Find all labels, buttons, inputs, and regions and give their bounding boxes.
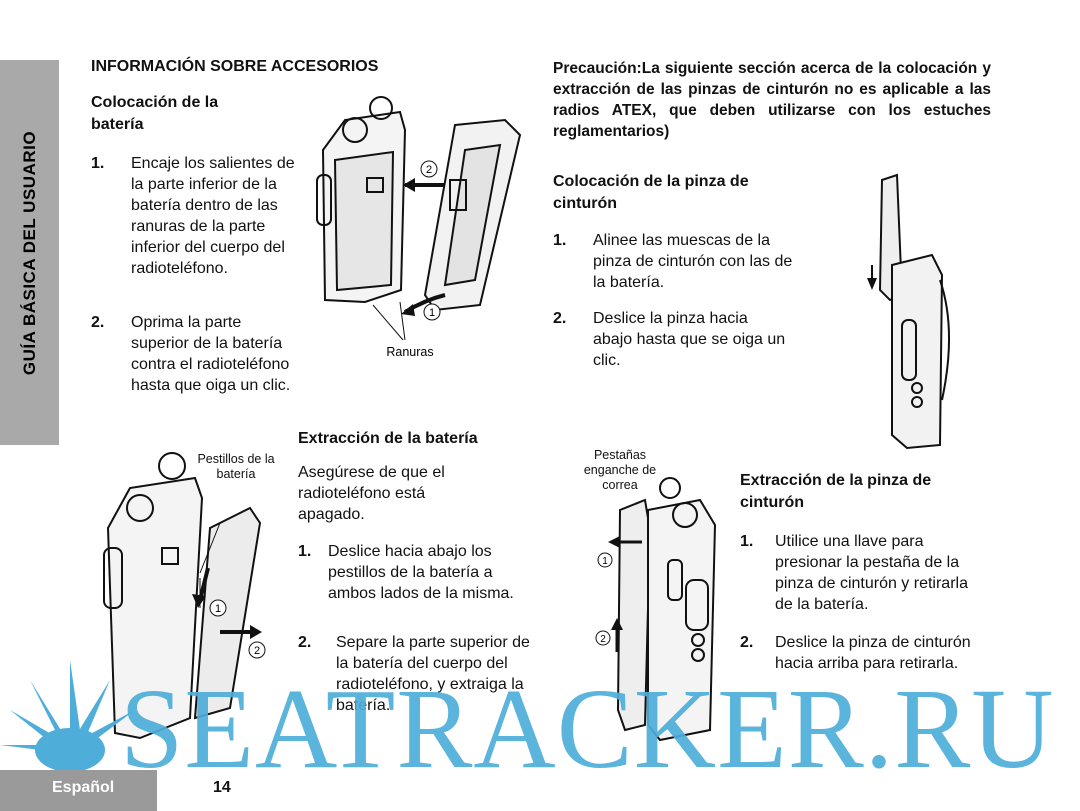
step-text: Separe la parte superior de la batería d…	[336, 634, 530, 714]
watermark-text: SEATRACKER.RU	[120, 665, 1055, 792]
step-text: Oprima la parte superior de la batería c…	[131, 314, 291, 394]
language-tab: Español	[0, 770, 157, 811]
remove-battery-heading: Extracción de la batería	[298, 430, 478, 447]
step-number: 1.	[740, 533, 754, 550]
callout-1: 1	[602, 556, 608, 567]
belt-clip-attach-illustration	[867, 173, 950, 450]
step-text: Deslice hacia abajo los pestillos de la …	[328, 543, 514, 602]
step-number: 1.	[91, 155, 105, 172]
belt-clip-removal-illustration: 1 2	[595, 477, 717, 742]
step-text: Encaje los salientes de la parte inferio…	[131, 155, 295, 277]
step-number: 2.	[553, 310, 567, 327]
step-text: Deslice la pinza de cinturón hacia arrib…	[775, 634, 971, 672]
belt-tabs-label: Pestañas enganche de correa	[583, 448, 657, 492]
remove-clip-step-2: 2. Deslice la pinza de cinturón hacia ar…	[740, 632, 990, 674]
callout-2: 2	[426, 164, 432, 176]
attach-clip-step-1: 1. Alinee las muescas de la pinza de cin…	[553, 230, 798, 293]
page-number: 14	[213, 779, 231, 796]
remove-battery-step-2: 2. Separe la parte superior de la baterí…	[298, 632, 530, 716]
language-label: Español	[52, 779, 115, 796]
remove-clip-step-1: 1. Utilice una llave para presionar la p…	[740, 531, 985, 615]
attach-battery-step-2: 2. Oprima la parte superior de la baterí…	[91, 312, 291, 396]
battery-attach-illustration: 2 1 Ranuras	[316, 96, 522, 359]
step-text: Alinee las muescas de la pinza de cintur…	[593, 232, 793, 291]
remove-battery-step-1: 1. Deslice hacia abajo los pestillos de …	[298, 541, 530, 604]
battery-removal-illustration: 1 2	[103, 452, 266, 740]
step-number: 2.	[298, 634, 312, 651]
step-text: Utilice una llave para presionar la pest…	[775, 533, 968, 613]
remove-battery-intro: Asegúrese de que el radioteléfono está a…	[298, 464, 445, 523]
caution-note: Precaución:La siguiente sección acerca d…	[553, 60, 991, 140]
step-number: 2.	[740, 634, 754, 651]
attach-clip-heading: Colocación de la pinza de cinturón	[553, 173, 749, 212]
attach-clip-step-2: 2. Deslice la pinza hacia abajo hasta qu…	[553, 308, 788, 371]
callout-1: 1	[215, 603, 221, 615]
attach-battery-step-1: 1. Encaje los salientes de la parte infe…	[91, 153, 301, 279]
latches-label: Pestillos de la batería	[197, 452, 275, 481]
side-section-tab: GUÍA BÁSICA DEL USUARIO	[0, 60, 59, 445]
callout-2: 2	[600, 634, 606, 645]
slots-label: Ranuras	[386, 345, 433, 359]
remove-clip-heading: Extracción de la pinza de cinturón	[740, 472, 932, 511]
side-tab-label: GUÍA BÁSICA DEL USUARIO	[19, 130, 39, 375]
step-number: 1.	[553, 232, 567, 249]
callout-1: 1	[429, 307, 435, 319]
callout-2: 2	[254, 645, 260, 657]
step-number: 2.	[91, 314, 105, 331]
section-title: INFORMACIÓN SOBRE ACCESORIOS	[91, 58, 379, 75]
step-number: 1.	[298, 543, 312, 560]
watermark-sun-logo	[0, 660, 135, 772]
step-text: Deslice la pinza hacia abajo hasta que s…	[593, 310, 786, 369]
attach-battery-heading: Colocación de la batería	[91, 94, 219, 133]
